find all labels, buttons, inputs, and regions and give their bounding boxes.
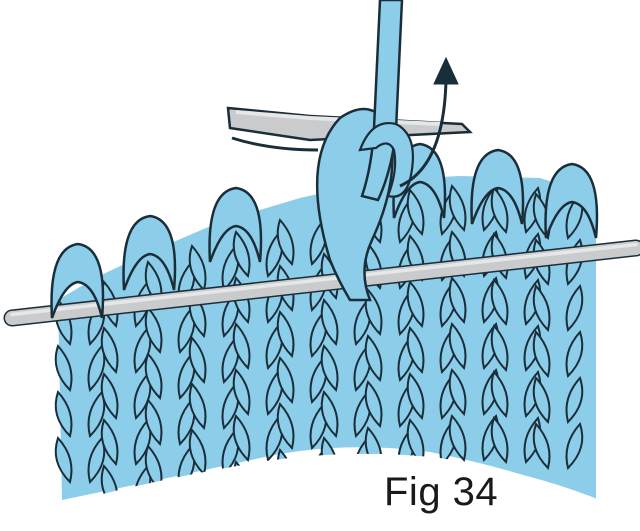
arrow-head <box>434 58 458 84</box>
figure-caption: Fig 34 <box>384 470 498 515</box>
